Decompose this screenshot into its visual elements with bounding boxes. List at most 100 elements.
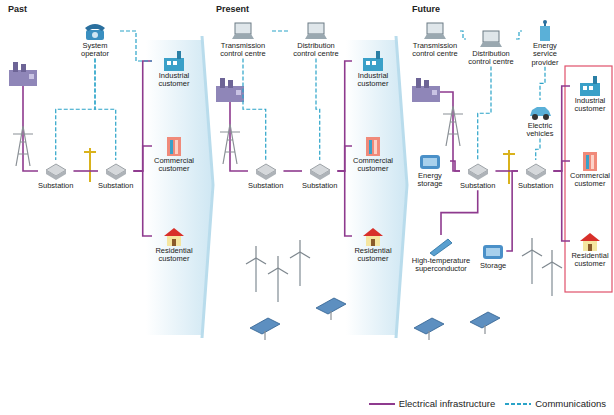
communication-link xyxy=(478,67,491,161)
node-caption: Residential customer xyxy=(570,252,610,269)
communication-link xyxy=(120,31,152,61)
customer-node: Commercial customer xyxy=(152,135,196,174)
customer-node: Residential customer xyxy=(152,225,196,264)
factory-icon xyxy=(360,50,386,72)
power-line xyxy=(553,86,570,171)
power-line xyxy=(337,146,352,171)
communication-link xyxy=(243,59,266,161)
sub-icon xyxy=(523,160,549,182)
node-caption: High-temperature superconductor xyxy=(410,257,472,274)
node-caption: Industrial customer xyxy=(570,97,610,114)
sub-icon xyxy=(465,160,491,182)
node-caption: Substation xyxy=(302,182,337,190)
control-centre-node: Distribution control centre xyxy=(466,28,516,67)
node-caption: Residential customer xyxy=(152,247,196,264)
power-line xyxy=(337,61,352,171)
node-caption: Distribution control centre xyxy=(466,50,516,67)
customer-node: Commercial customer xyxy=(570,150,610,189)
office-icon xyxy=(161,135,187,157)
provider-node: Energy service provider xyxy=(522,20,568,67)
communication-link xyxy=(516,31,522,39)
superconductor-node: High-temperature superconductor xyxy=(410,235,472,274)
customer-node: Industrial customer xyxy=(570,75,610,114)
laptop-icon xyxy=(478,28,504,50)
power-line xyxy=(506,171,518,251)
communication-link xyxy=(95,59,116,161)
laptop-icon xyxy=(303,20,329,42)
control-centre-node: Transmission control centre xyxy=(214,20,272,59)
laptop-icon xyxy=(230,20,256,42)
substation-node: Substation xyxy=(98,160,133,190)
legend-item: Communications xyxy=(505,398,606,409)
node-caption: Commercial customer xyxy=(570,172,610,189)
section-title: Future xyxy=(412,4,440,14)
customer-node: Commercial customer xyxy=(352,135,394,174)
node-caption: Substation xyxy=(98,182,133,190)
node-caption: Distribution control centre xyxy=(290,42,342,59)
section-title: Present xyxy=(216,4,249,14)
node-caption: Substation xyxy=(38,182,73,190)
legend-sample xyxy=(369,401,395,407)
car-icon xyxy=(527,100,553,122)
legend-text: Communications xyxy=(535,398,606,409)
node-caption: Substation xyxy=(248,182,283,190)
phone-icon xyxy=(82,20,108,42)
node-caption: Storage xyxy=(480,262,506,270)
node-caption: System operator xyxy=(70,42,120,59)
customer-node: Residential customer xyxy=(570,230,610,269)
operator-node: System operator xyxy=(70,20,120,59)
node-caption: Commercial customer xyxy=(152,157,196,174)
control-centre-node: Distribution control centre xyxy=(290,20,342,59)
power-line xyxy=(553,171,570,241)
node-caption: Energy storage xyxy=(410,172,450,189)
office-icon xyxy=(360,135,386,157)
power-line xyxy=(133,146,152,171)
node-caption: Residential customer xyxy=(352,247,394,264)
house-icon xyxy=(161,225,187,247)
substation-node: Substation xyxy=(302,160,337,190)
sub-icon xyxy=(253,160,279,182)
battery-icon xyxy=(480,240,506,262)
storage-node: Energy storage xyxy=(410,150,450,189)
sub-icon xyxy=(307,160,333,182)
customer-node: Industrial customer xyxy=(352,50,394,89)
power-line xyxy=(441,190,478,235)
vehicle-node: Electric vehicles xyxy=(520,100,560,139)
power-line xyxy=(73,170,98,172)
cable-icon xyxy=(428,235,454,257)
legend-item: Electrical infrastructure xyxy=(369,398,496,409)
house-icon xyxy=(577,230,603,252)
node-caption: Electric vehicles xyxy=(520,122,560,139)
communication-link xyxy=(56,59,95,161)
substation-node: Substation xyxy=(460,160,495,190)
power-line xyxy=(133,171,152,236)
node-caption: Transmission control centre xyxy=(410,42,460,59)
laptop-icon xyxy=(422,20,448,42)
node-caption: Substation xyxy=(518,182,553,190)
communication-link xyxy=(540,67,545,100)
communication-link xyxy=(536,139,540,161)
customer-node: Residential customer xyxy=(352,225,394,264)
node-caption: Substation xyxy=(460,182,495,190)
node-caption: Commercial customer xyxy=(352,157,394,174)
node-caption: Industrial customer xyxy=(352,72,394,89)
communication-link xyxy=(272,30,290,31)
house-icon xyxy=(360,225,386,247)
communication-link xyxy=(316,59,320,161)
legend: Electrical infrastructure Communications xyxy=(369,398,606,409)
battery-icon xyxy=(417,150,443,172)
control-centre-node: Transmission control centre xyxy=(410,20,460,59)
section-title: Past xyxy=(8,4,27,14)
power-line xyxy=(133,61,152,171)
communication-link xyxy=(460,31,466,39)
power-line xyxy=(337,171,352,236)
office-icon xyxy=(577,150,603,172)
legend-text: Electrical infrastructure xyxy=(399,398,496,409)
node-caption: Transmission control centre xyxy=(214,42,272,59)
node-caption: Energy service provider xyxy=(522,42,568,67)
node-caption: Industrial customer xyxy=(152,72,196,89)
esp-icon xyxy=(532,20,558,42)
